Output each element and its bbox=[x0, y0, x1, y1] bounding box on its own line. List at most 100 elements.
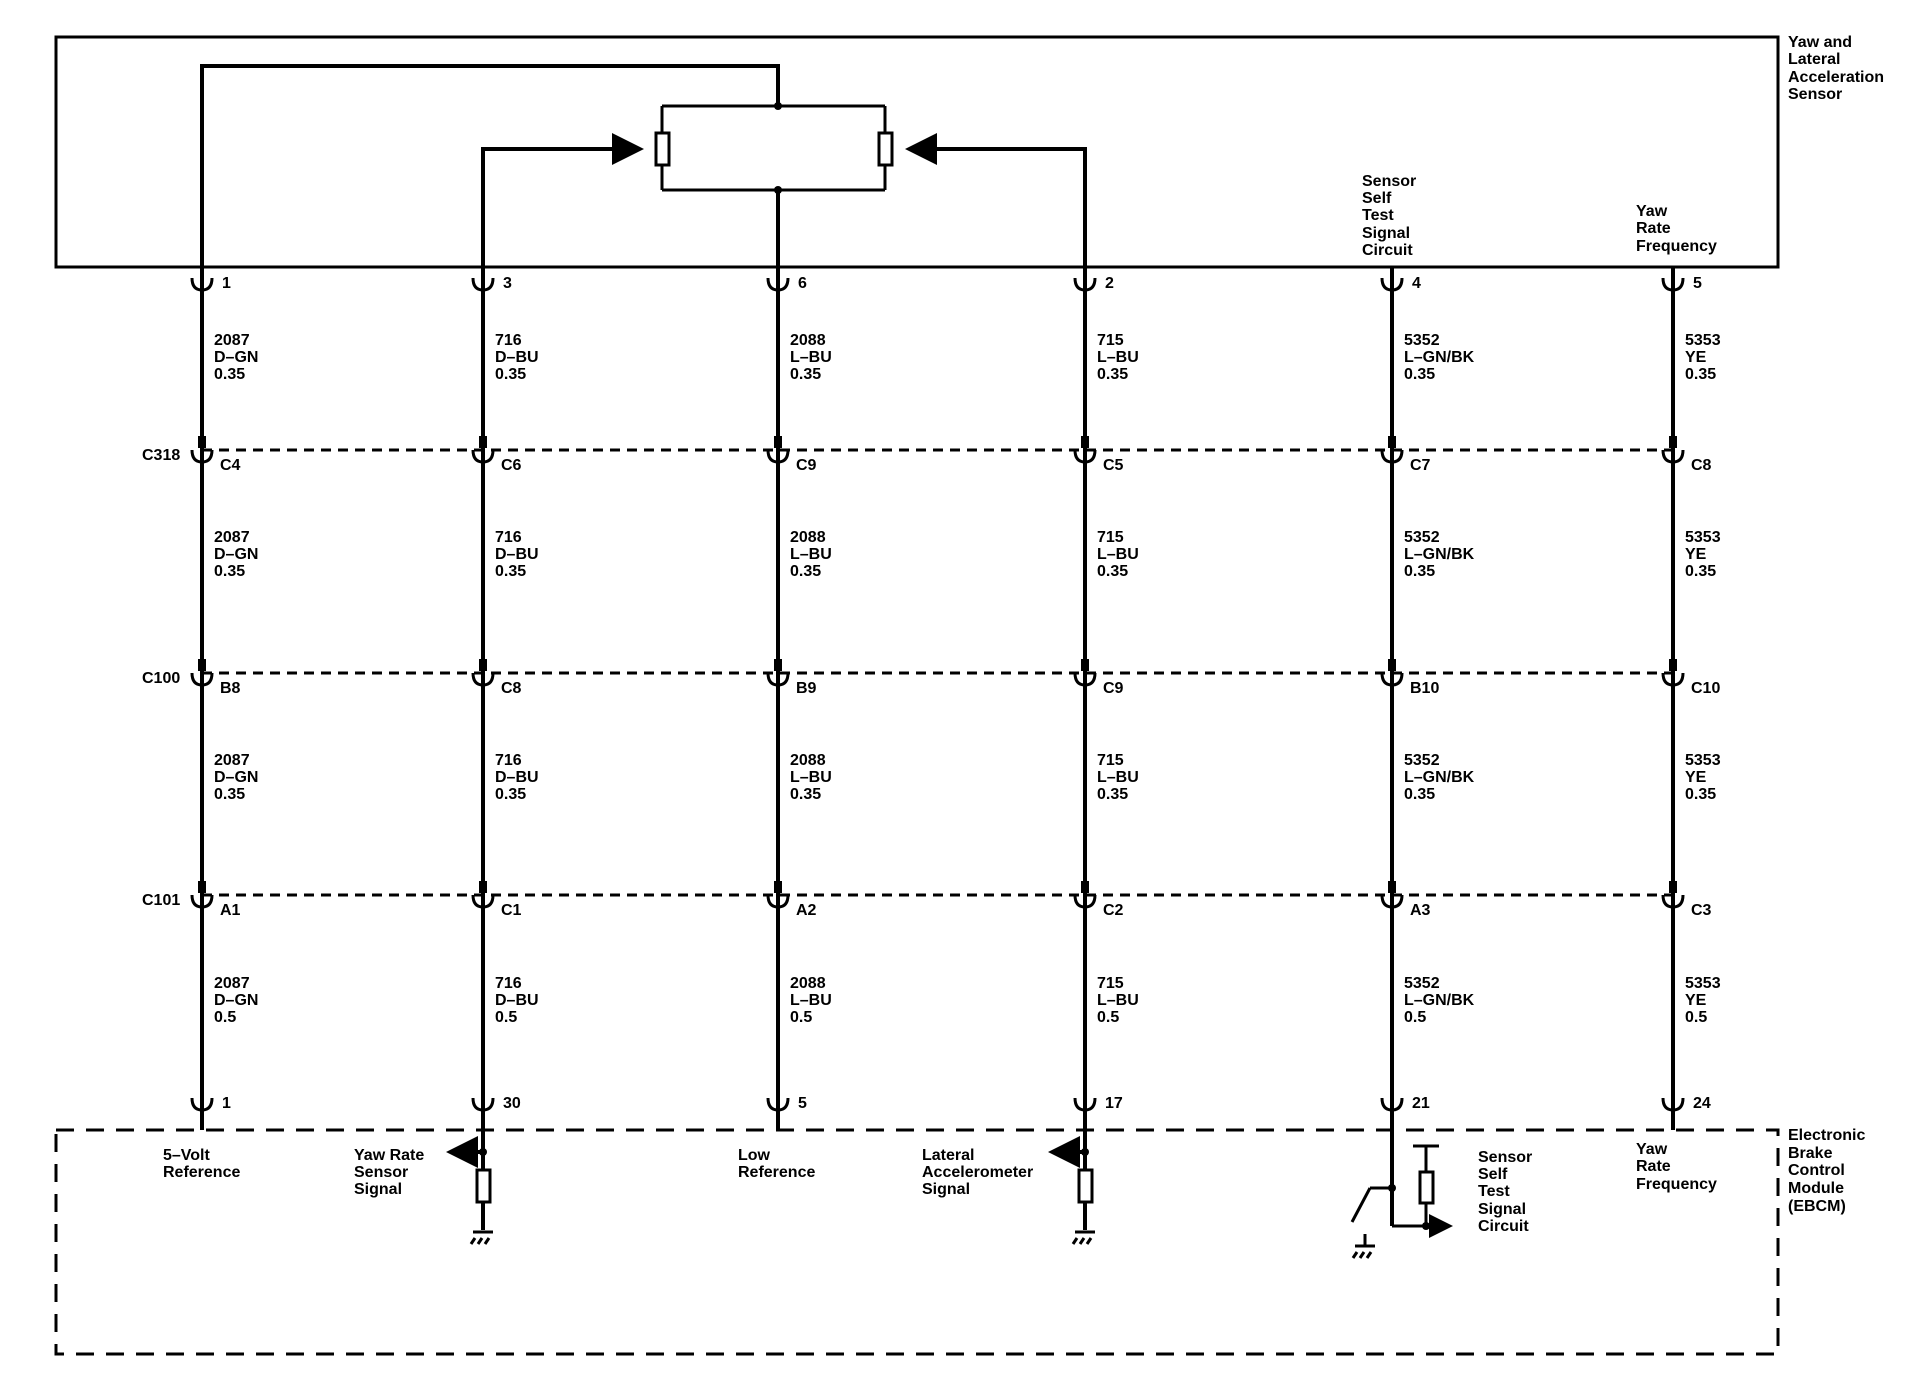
svg-text:Reference: Reference bbox=[163, 1164, 240, 1181]
connector-cavity-label: C3 bbox=[1691, 902, 1712, 919]
svg-text:Sensor: Sensor bbox=[354, 1164, 408, 1181]
wire-spec-label: D–BU bbox=[495, 546, 539, 563]
sensor-terminal bbox=[1661, 277, 1685, 292]
wire-spec-label: 716 bbox=[495, 332, 522, 349]
wire-spec-label: 0.35 bbox=[495, 786, 526, 803]
wire-spec-label: 716 bbox=[495, 529, 522, 546]
connector-cavity-label: A2 bbox=[796, 902, 817, 919]
ground-icon bbox=[469, 1230, 493, 1245]
ebcm-pin-number: 21 bbox=[1412, 1095, 1430, 1112]
svg-text:Sensor: Sensor bbox=[1362, 173, 1416, 190]
svg-text:Test: Test bbox=[1478, 1183, 1510, 1200]
ebcm-terminal bbox=[1380, 1097, 1404, 1112]
sensor-name-line: Yaw and bbox=[1788, 34, 1852, 51]
connector-male-pin bbox=[198, 881, 206, 893]
wire-spec-label: YE bbox=[1685, 349, 1707, 366]
connector-cavity-label: C9 bbox=[1103, 680, 1124, 697]
wire-spec-label: L–GN/BK bbox=[1404, 992, 1475, 1009]
sensor-resistor-right bbox=[877, 131, 894, 167]
connector-cavity-label: B10 bbox=[1410, 680, 1439, 697]
wire-spec-label: 5353 bbox=[1685, 529, 1721, 546]
svg-text:Brake: Brake bbox=[1788, 1145, 1833, 1162]
wire-spec-label: YE bbox=[1685, 992, 1707, 1009]
wire-spec-label: 2088 bbox=[790, 529, 826, 546]
connector-female-pin bbox=[471, 449, 495, 464]
svg-text:Signal: Signal bbox=[1362, 225, 1410, 242]
connector-cavity-label: C9 bbox=[796, 457, 817, 474]
sensor-pin-number: 2 bbox=[1105, 275, 1114, 292]
wire-spec-label: 2087 bbox=[214, 975, 250, 992]
sensor-terminal bbox=[766, 277, 790, 292]
connector-female-pin bbox=[766, 894, 790, 909]
sensor-pin-number: 5 bbox=[1693, 275, 1702, 292]
wire-spec-label: 5353 bbox=[1685, 332, 1721, 349]
connector-cavity-label: C7 bbox=[1410, 457, 1431, 474]
wire-spec-label: 5352 bbox=[1404, 752, 1440, 769]
svg-text:Signal: Signal bbox=[354, 1181, 402, 1198]
ground-icon bbox=[1351, 1244, 1375, 1259]
ebcm-pin-number: 30 bbox=[503, 1095, 521, 1112]
connector-female-pin bbox=[471, 894, 495, 909]
svg-text:Rate: Rate bbox=[1636, 1158, 1671, 1175]
connector-female-pin bbox=[1073, 672, 1097, 687]
svg-text:Electronic: Electronic bbox=[1788, 1127, 1865, 1144]
connector-female-pin bbox=[471, 672, 495, 687]
connector-male-pin bbox=[1081, 436, 1089, 448]
connector-female-pin bbox=[1380, 449, 1404, 464]
sensor-terminal bbox=[471, 277, 495, 292]
ebcm-resistor-lateral bbox=[1077, 1168, 1094, 1204]
ground-icon bbox=[1071, 1230, 1095, 1245]
wire-spec-label: 0.35 bbox=[495, 366, 526, 383]
connector-female-pin bbox=[766, 449, 790, 464]
sensor-name-line: Sensor bbox=[1788, 86, 1842, 103]
svg-text:Signal: Signal bbox=[922, 1181, 970, 1198]
svg-text:Module: Module bbox=[1788, 1180, 1844, 1197]
wire-spec-label: 715 bbox=[1097, 975, 1124, 992]
connector-male-pin bbox=[1388, 881, 1396, 893]
ebcm-yaw-signal-label: Yaw Rate Sensor Signal bbox=[354, 1147, 424, 1198]
connector-cavity-label: C10 bbox=[1691, 680, 1720, 697]
wire-spec-label: 0.35 bbox=[214, 366, 245, 383]
ebcm-lateral-signal-label: Lateral Accelerometer Signal bbox=[922, 1147, 1033, 1198]
wire-spec-label: D–GN bbox=[214, 349, 258, 366]
sensor-terminal bbox=[1073, 277, 1097, 292]
wire-spec-label: 716 bbox=[495, 975, 522, 992]
connector-female-pin bbox=[1661, 449, 1685, 464]
wire-spec-label: 2087 bbox=[214, 752, 250, 769]
connector-male-pin bbox=[774, 881, 782, 893]
connector-male-pin bbox=[1081, 659, 1089, 671]
wire-spec-label: 2088 bbox=[790, 752, 826, 769]
wire-spec-label: 0.5 bbox=[495, 1009, 517, 1026]
ebcm-pin-number: 5 bbox=[798, 1095, 807, 1112]
connector-cavity-label: B8 bbox=[220, 680, 241, 697]
ebcm-internal-circuit bbox=[200, 1113, 1675, 1259]
connector-female-pin bbox=[1380, 672, 1404, 687]
svg-text:Sensor: Sensor bbox=[1478, 1149, 1532, 1166]
ebcm-pin-number: 17 bbox=[1105, 1095, 1123, 1112]
connector-cavity-label: C8 bbox=[501, 680, 522, 697]
svg-text:Control: Control bbox=[1788, 1162, 1845, 1179]
ebcm-resistor-self-test bbox=[1418, 1170, 1435, 1205]
wire-spec-label: D–GN bbox=[214, 769, 258, 786]
wire-spec-label: 0.35 bbox=[1404, 563, 1435, 580]
connector-male-pin bbox=[479, 881, 487, 893]
connector-male-pin bbox=[1388, 659, 1396, 671]
wire-spec-label: D–BU bbox=[495, 992, 539, 1009]
sensor-pin-number: 4 bbox=[1412, 275, 1421, 292]
ebcm-pin-number: 24 bbox=[1693, 1095, 1711, 1112]
wires-layer: 1C4B8A112087D–GN0.352087D–GN0.352087D–GN… bbox=[190, 267, 1721, 1113]
wire-spec-label: 0.5 bbox=[1404, 1009, 1426, 1026]
connector-female-pin bbox=[1073, 894, 1097, 909]
wire-spec-label: L–BU bbox=[1097, 349, 1139, 366]
connector-male-pin bbox=[1669, 881, 1677, 893]
wire-spec-label: 2087 bbox=[214, 332, 250, 349]
wire-spec-label: 715 bbox=[1097, 529, 1124, 546]
wire-spec-label: 715 bbox=[1097, 752, 1124, 769]
connector-cavity-label: C1 bbox=[501, 902, 522, 919]
connector-male-pin bbox=[479, 436, 487, 448]
wire-spec-label: 0.35 bbox=[1685, 786, 1716, 803]
connector-female-pin bbox=[766, 672, 790, 687]
svg-text:Signal: Signal bbox=[1478, 1201, 1526, 1218]
connector-cavity-label: C6 bbox=[501, 457, 522, 474]
connector-cavity-label: C8 bbox=[1691, 457, 1712, 474]
